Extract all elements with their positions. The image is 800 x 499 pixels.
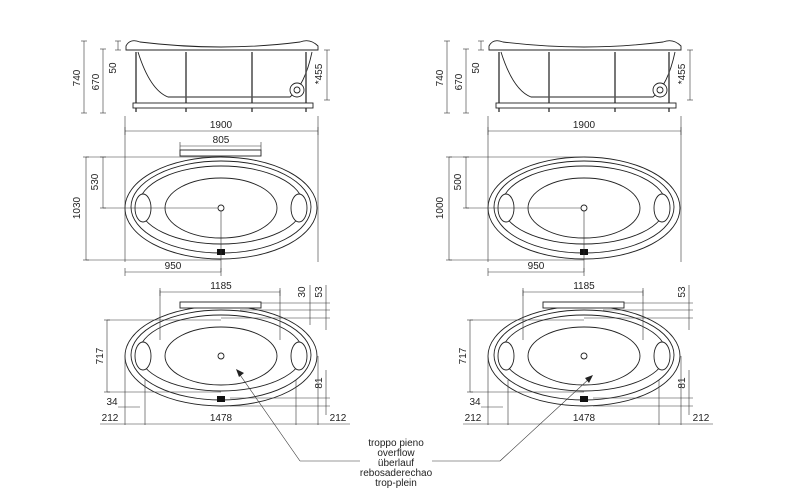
tub-rim-side bbox=[488, 40, 682, 51]
overflow-label-fr: trop-plein bbox=[375, 478, 417, 489]
drain-icon bbox=[217, 352, 225, 360]
overflow-label-de: überlauf bbox=[378, 458, 414, 469]
left-offset-label: 212 bbox=[465, 413, 482, 424]
bottom-plan bbox=[487, 305, 681, 407]
drain-icon bbox=[580, 204, 588, 212]
headrest-left bbox=[497, 341, 515, 371]
overflow-leader-right bbox=[499, 377, 591, 462]
tub-body-side bbox=[500, 51, 676, 98]
pump-core bbox=[656, 86, 664, 94]
base-frame bbox=[132, 102, 314, 109]
apron-height-label: *455 bbox=[677, 63, 688, 84]
right-offset-label: 212 bbox=[693, 413, 710, 424]
headrest-right bbox=[653, 341, 671, 371]
ledge-bar bbox=[542, 301, 625, 309]
base-frame bbox=[495, 102, 677, 109]
drain-y-label: 530 bbox=[90, 173, 101, 190]
depth-label: 1000 bbox=[435, 196, 446, 219]
overflow-icon bbox=[580, 396, 588, 402]
pump-core bbox=[293, 86, 301, 94]
inner-width-label: 717 bbox=[95, 347, 106, 364]
rim-thickness-label: 50 bbox=[471, 62, 482, 74]
bottom-plan bbox=[124, 305, 318, 407]
depth-label: 1030 bbox=[72, 196, 83, 219]
tub-drawing-2: 740 670 50 *455 1900 1000 500 950 1185 53 717 81 34 2… bbox=[435, 40, 713, 425]
drain-x-label: 950 bbox=[528, 261, 545, 272]
height-rim-label: 670 bbox=[91, 73, 102, 90]
ledge-bar bbox=[179, 301, 262, 309]
height-total-label: 740 bbox=[435, 69, 446, 86]
rim-thickness-label: 50 bbox=[108, 62, 119, 74]
inner-width-label: 717 bbox=[458, 347, 469, 364]
overflow-leader-left bbox=[237, 371, 301, 462]
headrest-right bbox=[653, 193, 671, 223]
arrowhead-left bbox=[236, 369, 244, 377]
width-label: 1900 bbox=[573, 120, 596, 131]
drain-icon bbox=[580, 352, 588, 360]
edge-label: 34 bbox=[469, 397, 481, 408]
span-label: 1478 bbox=[573, 413, 596, 424]
side-view: 740 670 50 *455 bbox=[435, 40, 693, 114]
ledge-bar bbox=[179, 149, 262, 157]
tub-drawing-1: 740 670 50 *455 1900 805 1030 530 950 1185 30 53 717… bbox=[72, 40, 350, 425]
left-offset-label: 212 bbox=[102, 413, 119, 424]
side-view: 740 670 50 *455 bbox=[72, 40, 330, 114]
top-plan-view: 1900 1000 500 950 bbox=[435, 116, 682, 276]
rim-bottom-label: 81 bbox=[677, 377, 688, 389]
headrest-right bbox=[290, 341, 308, 371]
overflow-label-it: troppo pieno bbox=[368, 438, 424, 449]
inner-length-label: 1185 bbox=[573, 281, 595, 292]
rim-top-label: 53 bbox=[677, 286, 688, 298]
tub-rim-side bbox=[125, 40, 319, 51]
tub-body-side bbox=[137, 51, 313, 98]
top-plan-view: 1900 805 1030 530 950 bbox=[72, 116, 319, 276]
inner-length-label: 1185 bbox=[210, 281, 232, 292]
right-offset-label: 212 bbox=[330, 413, 347, 424]
rim-bottom-label: 81 bbox=[314, 377, 325, 389]
ledge-offset-label: 30 bbox=[297, 286, 308, 298]
overflow-label-es: rebosaderechao bbox=[360, 468, 433, 479]
headrest-right bbox=[290, 193, 308, 223]
overflow-callout: troppo pieno overflow überlauf rebosader… bbox=[236, 369, 593, 489]
drain-x-label: 950 bbox=[165, 261, 182, 272]
headrest-left bbox=[134, 341, 152, 371]
bottom-plan-view: 1185 30 53 717 81 34 212 1478 212 bbox=[95, 281, 350, 425]
arrowhead-right bbox=[585, 375, 593, 383]
ledge-width-label: 805 bbox=[213, 135, 230, 146]
bottom-plan-view: 1185 53 717 81 34 212 1478 212 bbox=[458, 281, 713, 425]
height-total-label: 740 bbox=[72, 69, 83, 86]
rim-top-label: 53 bbox=[314, 286, 325, 298]
top-plan bbox=[124, 156, 318, 260]
overflow-label-en: overflow bbox=[377, 448, 415, 459]
apron-height-label: *455 bbox=[314, 63, 325, 84]
width-label: 1900 bbox=[210, 120, 233, 131]
height-rim-label: 670 bbox=[454, 73, 465, 90]
drain-icon bbox=[217, 204, 225, 212]
drain-y-label: 500 bbox=[453, 173, 464, 190]
overflow-icon bbox=[217, 396, 225, 402]
edge-label: 34 bbox=[106, 397, 118, 408]
span-label: 1478 bbox=[210, 413, 233, 424]
